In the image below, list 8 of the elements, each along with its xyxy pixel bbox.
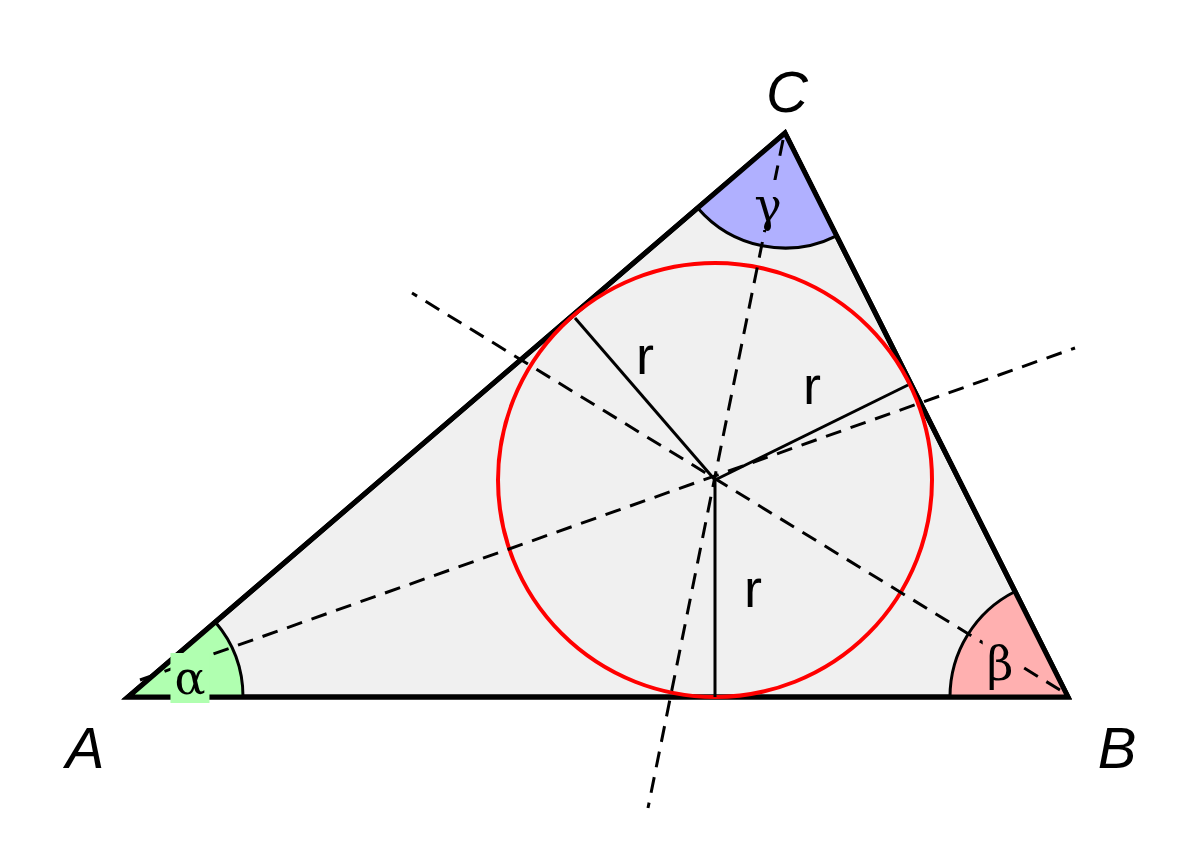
radius-label: r <box>803 358 821 412</box>
vertex-label: B <box>1097 719 1137 777</box>
angle-label: α <box>170 653 210 703</box>
radius-label: r <box>744 561 762 615</box>
vertex-label: A <box>65 719 105 777</box>
radius-label: r <box>636 328 654 382</box>
vertex-label: C <box>766 63 808 121</box>
angle-label: β <box>982 639 1018 689</box>
